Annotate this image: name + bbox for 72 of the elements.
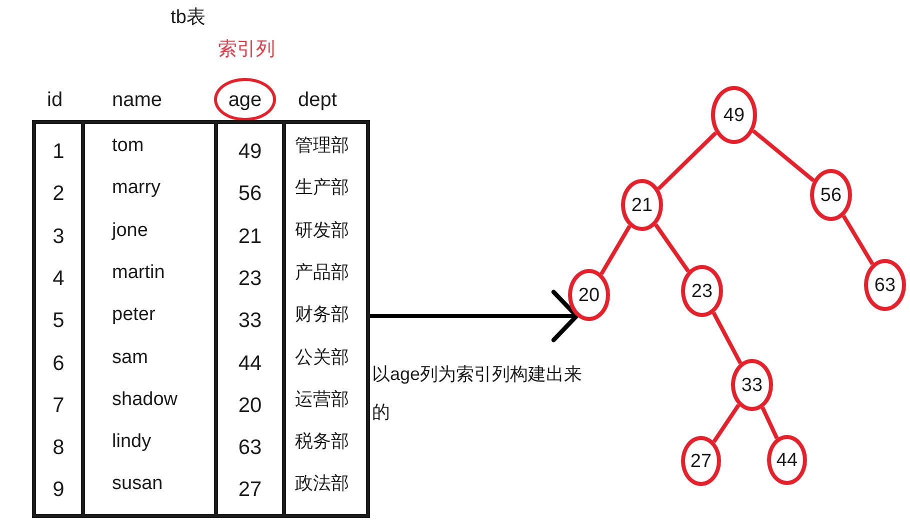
row-id: 1 xyxy=(52,140,64,164)
age-value: 49 xyxy=(238,140,262,164)
row-id: 5 xyxy=(52,309,64,334)
column-header: name xyxy=(112,88,162,112)
person-name: tom xyxy=(112,134,144,158)
row-id: 8 xyxy=(52,436,64,460)
node-value: 20 xyxy=(578,284,600,306)
tree-node xyxy=(621,179,663,231)
age-value: 63 xyxy=(238,436,262,460)
tree-node xyxy=(681,265,723,317)
annotation-label: 索引列 xyxy=(218,38,275,62)
person-name: lindy xyxy=(112,430,152,454)
highlight-ellipse xyxy=(214,78,276,121)
tree-node xyxy=(810,169,852,221)
age-value: 44 xyxy=(238,352,262,376)
department-name: 管理部 xyxy=(295,134,349,157)
connector-line xyxy=(600,225,632,275)
department-name: 运营部 xyxy=(295,388,349,411)
node-value: 63 xyxy=(874,274,896,296)
row-id: 2 xyxy=(52,182,64,206)
person-name: jone xyxy=(112,218,148,243)
age-value: 56 xyxy=(238,182,262,206)
arrow xyxy=(370,290,579,342)
person-name: shadow xyxy=(112,388,178,412)
department-name: 研发部 xyxy=(295,218,349,242)
column-header: id xyxy=(47,88,63,112)
connector-line xyxy=(657,131,718,190)
tree-node xyxy=(767,435,807,485)
row-id: 3 xyxy=(52,224,64,249)
age-value: 21 xyxy=(238,224,262,249)
node-value: 49 xyxy=(723,104,745,126)
node-value: 56 xyxy=(820,184,842,206)
node-value: 23 xyxy=(691,280,713,302)
tree-node xyxy=(568,269,610,321)
connector-line xyxy=(712,312,742,364)
column-header: age xyxy=(228,88,262,110)
row-id: 4 xyxy=(52,266,64,291)
department-name: 税务部 xyxy=(295,430,349,454)
person-name: susan xyxy=(112,472,163,496)
person-name: marry xyxy=(112,176,161,200)
connector-line xyxy=(752,129,815,182)
department-name: 产品部 xyxy=(295,260,349,284)
department-name: 公关部 xyxy=(295,346,349,368)
table-column xyxy=(216,124,284,514)
tree-node xyxy=(731,359,773,411)
node-value: 21 xyxy=(631,194,653,216)
department-name: 财务部 xyxy=(295,303,349,326)
node-value: 27 xyxy=(690,450,712,472)
connector-line xyxy=(760,406,779,440)
person-name: peter xyxy=(112,303,156,328)
node-value: 44 xyxy=(776,450,798,470)
node-value: 33 xyxy=(741,374,763,396)
age-value: 27 xyxy=(238,478,262,502)
tree-node xyxy=(864,259,906,311)
row-id: 7 xyxy=(52,394,64,418)
table-column xyxy=(83,124,216,514)
row-id: 6 xyxy=(52,352,64,376)
person-name: martin xyxy=(112,260,165,285)
column-header: dept xyxy=(298,88,337,112)
row-id: 9 xyxy=(52,478,64,502)
person-name: sam xyxy=(112,346,148,370)
age-value: 33 xyxy=(238,309,262,334)
table-frame xyxy=(32,120,370,518)
age-value: 23 xyxy=(238,266,262,291)
department-name: 生产部 xyxy=(295,176,349,200)
connector-line xyxy=(712,404,740,443)
age-value: 20 xyxy=(238,394,262,418)
tree-node xyxy=(681,436,721,486)
department-name: 政法部 xyxy=(295,472,349,496)
table-title: tb表 xyxy=(170,6,206,30)
connector-line xyxy=(842,214,874,266)
connector-line xyxy=(654,224,690,272)
